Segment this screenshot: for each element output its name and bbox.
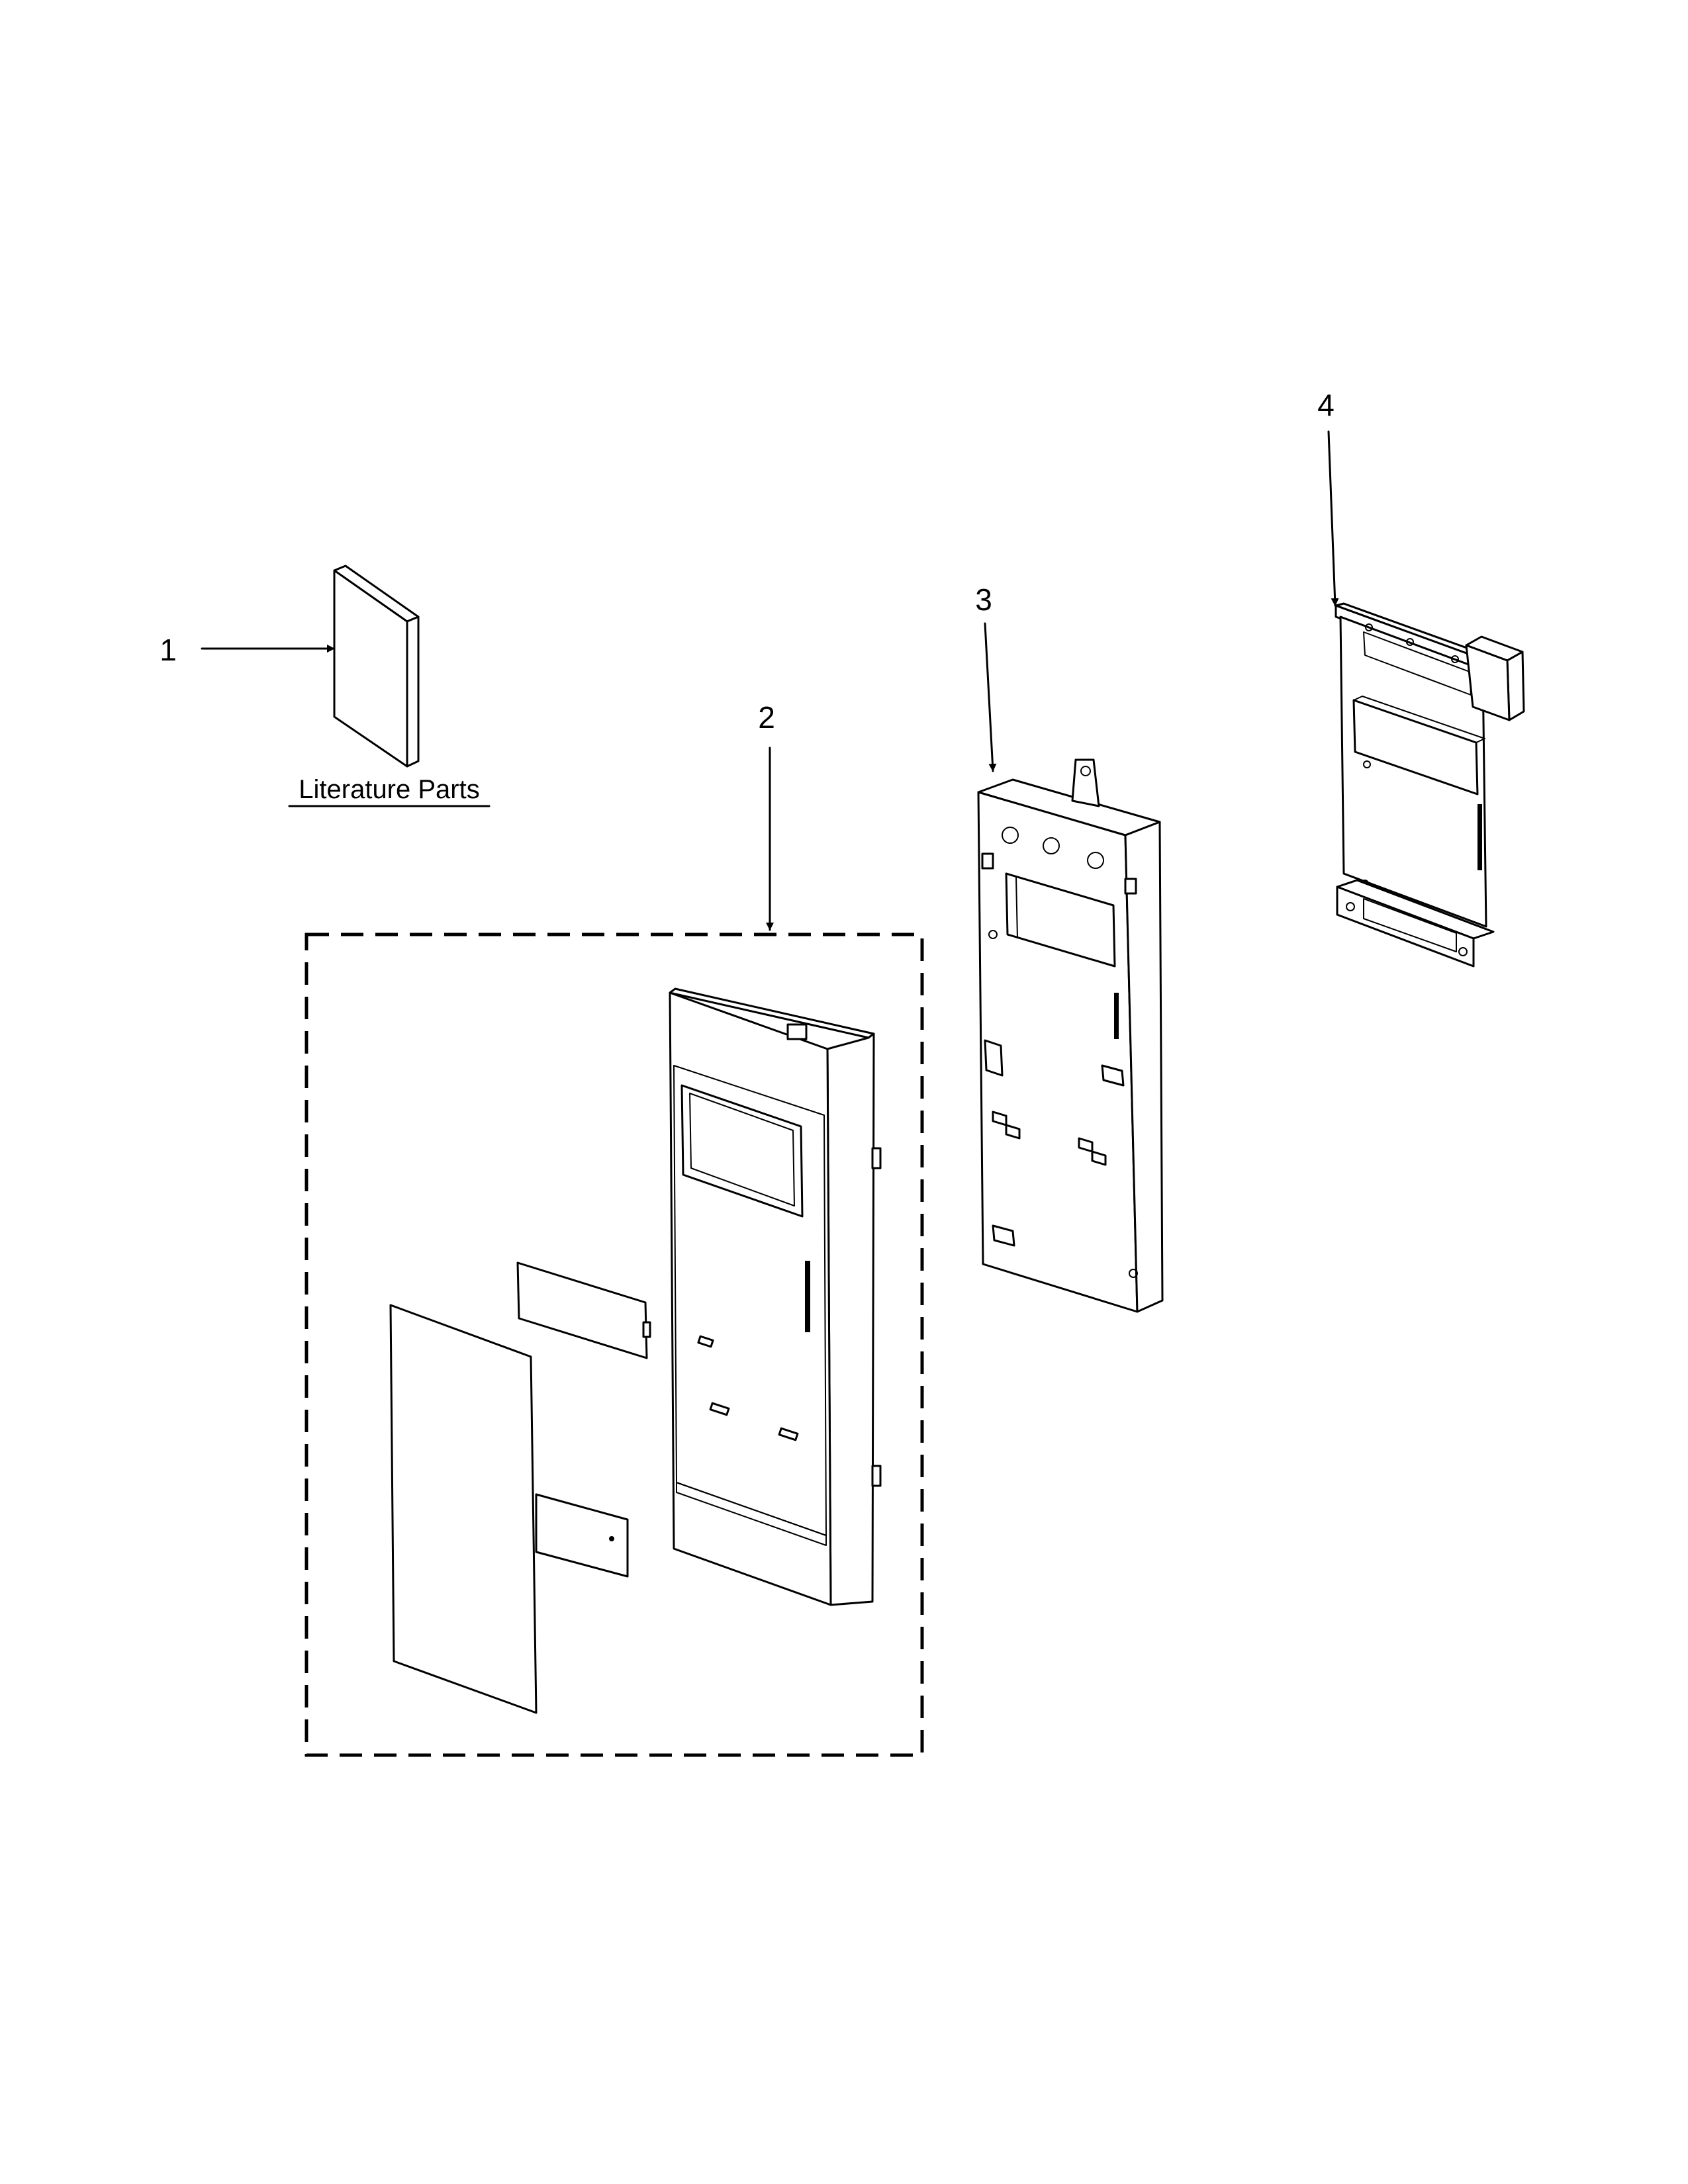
kit-boundary bbox=[305, 933, 924, 1757]
callout-4: 4 bbox=[1317, 388, 1335, 422]
membrane-sheet bbox=[389, 1304, 538, 1714]
leader-arrow-4 bbox=[1327, 430, 1339, 607]
callout-2: 2 bbox=[758, 700, 775, 735]
literature-book bbox=[333, 565, 420, 768]
control-panel-frame bbox=[669, 987, 882, 1606]
control-bracket bbox=[977, 758, 1164, 1313]
small-plate bbox=[516, 1261, 651, 1359]
callout-1: 1 bbox=[160, 633, 177, 667]
control-board bbox=[1335, 602, 1525, 968]
leader-arrow-3 bbox=[984, 622, 997, 772]
callout-3: 3 bbox=[975, 582, 992, 617]
literature-parts-caption: Literature Parts bbox=[299, 775, 479, 804]
small-strip bbox=[535, 1493, 629, 1578]
